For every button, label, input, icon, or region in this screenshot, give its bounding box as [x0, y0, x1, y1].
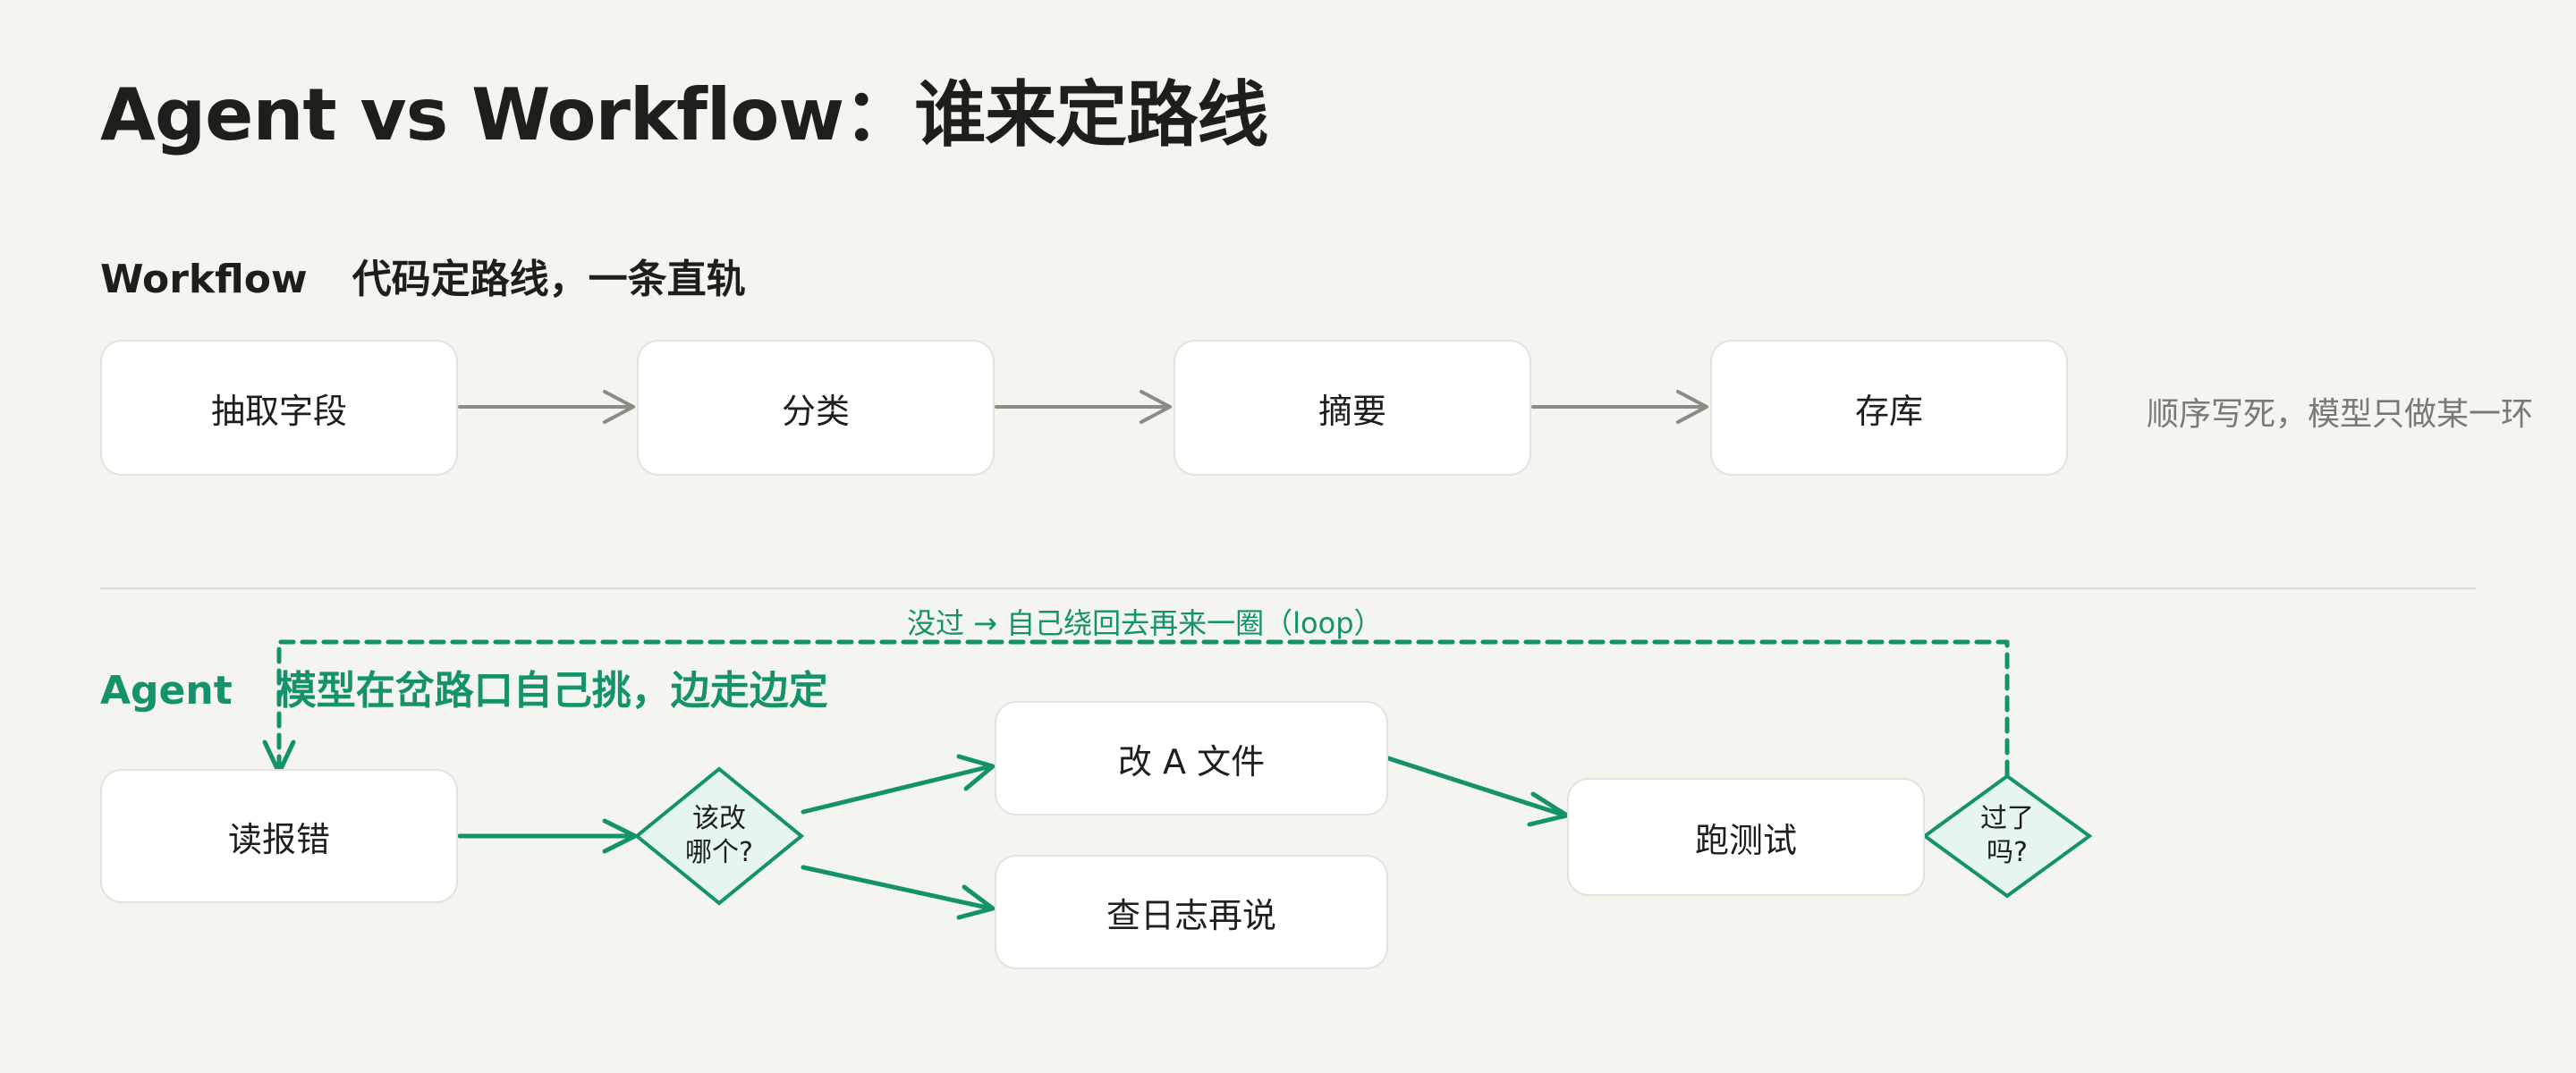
section-divider [100, 587, 2476, 589]
check-diamond [1921, 773, 2093, 899]
workflow-step-extract: 抽取字段 [100, 340, 458, 476]
arrow-decision-to-option-a [801, 754, 996, 815]
page-title: Agent vs Workflow：谁来定路线 [100, 73, 1268, 156]
check-label: 过了吗? [1925, 776, 2089, 896]
workflow-label: Workflow [100, 257, 308, 302]
agent-read-error-box: 读报错 [100, 769, 458, 903]
check-label-line1: 过了 [1980, 803, 2034, 834]
arrow-decision-to-option-b [801, 865, 996, 920]
decision-label-line1: 该改 [692, 803, 746, 834]
workflow-step-classify: 分类 [637, 340, 995, 476]
workflow-step-summary: 摘要 [1174, 340, 1531, 476]
agent-heading: Agent 模型在岔路口自己挑，边走边定 [100, 658, 828, 715]
decision-label: 该改哪个? [637, 769, 801, 903]
workflow-arrow-2 [995, 390, 1172, 424]
check-label-line2: 吗? [1987, 837, 2028, 868]
workflow-arrow-1 [458, 390, 635, 424]
workflow-subtitle: 代码定路线，一条直轨 [352, 257, 746, 302]
arrow-read-to-decision [457, 818, 638, 854]
agent-label: Agent [100, 668, 233, 714]
decision-diamond [633, 766, 805, 906]
agent-option-b-box: 查日志再说 [995, 855, 1388, 969]
workflow-heading: Workflow 代码定路线，一条直轨 [100, 247, 746, 304]
decision-label-line2: 哪个? [685, 837, 753, 868]
agent-run-tests-box: 跑测试 [1567, 778, 1925, 896]
agent-subtitle: 模型在岔路口自己挑，边走边定 [276, 668, 828, 714]
loop-label: 没过 → 自己绕回去再来一圈（loop） [907, 606, 1383, 640]
workflow-step-store: 存库 [1710, 340, 2068, 476]
workflow-note: 顺序写死，模型只做某一环 [2147, 396, 2534, 433]
agent-option-a-box: 改 A 文件 [995, 701, 1388, 815]
arrow-option-a-to-tests [1385, 756, 1570, 827]
workflow-arrow-3 [1531, 390, 1708, 424]
